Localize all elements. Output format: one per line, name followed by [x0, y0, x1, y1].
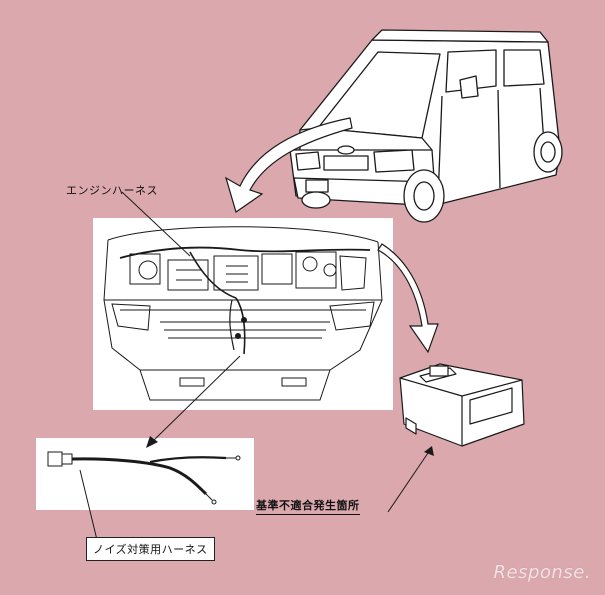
noise-harness-label: ノイズ対策用ハーネス [86, 537, 215, 561]
engine-harness-label: エンジンハーネス [66, 184, 158, 197]
control-unit-illustration [399, 363, 525, 447]
noise-harness-illustration [47, 451, 241, 505]
harness-detail-panel [36, 438, 254, 510]
car-to-engine-arrow [225, 117, 353, 213]
engine-bay-illustration [103, 226, 383, 401]
vehicle-illustration [289, 29, 563, 223]
noise-harness-arrowhead [146, 436, 158, 448]
defect-location-label: 基準不適合発生箇所 [256, 497, 360, 515]
response-watermark: Response. [493, 562, 591, 583]
engine-to-unit-arrow [377, 243, 439, 354]
defect-arrowhead [424, 446, 434, 456]
